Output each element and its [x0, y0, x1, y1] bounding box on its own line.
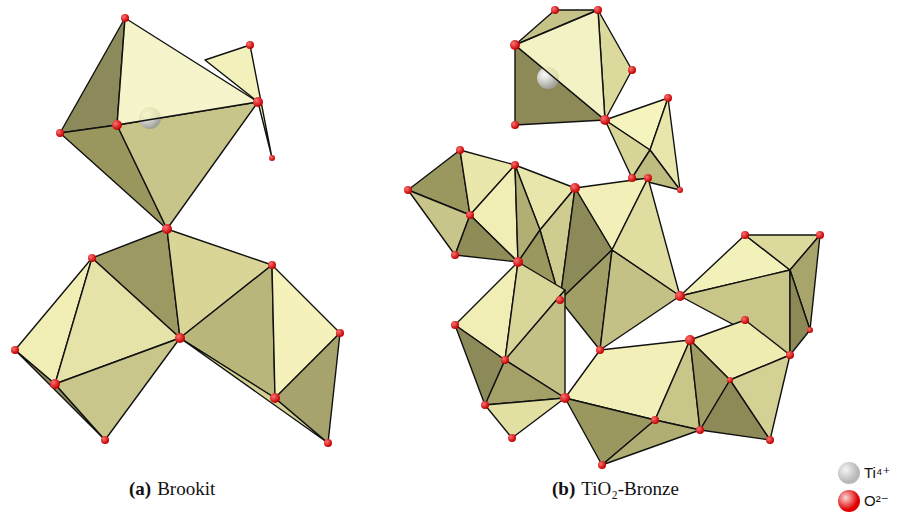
atom: [513, 257, 523, 267]
atom: [451, 321, 459, 329]
atom: [162, 224, 172, 234]
atom: [594, 6, 602, 14]
atom: [807, 327, 813, 333]
atom: [741, 316, 749, 324]
octahedron-face: [485, 398, 565, 438]
atom: [741, 231, 749, 239]
octahedron-face: [600, 250, 680, 350]
atom: [696, 426, 704, 434]
atom: [651, 416, 659, 424]
atom: [50, 379, 60, 389]
atom: [551, 6, 559, 14]
octahedron-face: [180, 265, 275, 398]
octahedron-face: [117, 18, 258, 125]
octahedron-face: [55, 338, 180, 440]
atom: [644, 174, 652, 182]
atom: [336, 329, 344, 337]
octahedron-face: [602, 420, 700, 465]
atom: [677, 187, 683, 193]
atom: [510, 40, 520, 50]
atom: [451, 251, 459, 259]
legend-entry: O²⁻: [838, 490, 889, 512]
atom: [786, 351, 794, 359]
atom: [600, 115, 610, 125]
atom: [685, 335, 695, 345]
atom: [269, 155, 275, 161]
atom: [664, 94, 672, 102]
atom: [253, 97, 263, 107]
atom: [766, 436, 774, 444]
brookite-octahedra: [15, 18, 340, 443]
atom: [508, 434, 516, 442]
atom: [101, 436, 109, 444]
legend-text: Ti⁴⁺: [864, 464, 890, 482]
atom: [404, 186, 412, 194]
atom: [675, 291, 685, 301]
atom: [112, 120, 122, 130]
atom: [511, 121, 519, 129]
atom: [598, 461, 606, 469]
atom: [466, 211, 474, 219]
atom: [596, 346, 604, 354]
atom: [246, 41, 254, 49]
caption-text: TiO₂-Bronze: [581, 478, 679, 500]
atom: [628, 66, 636, 74]
caption-letter: (a): [129, 478, 151, 500]
atom: [56, 129, 64, 137]
atom: [175, 333, 185, 343]
bronze-octahedra: [408, 10, 820, 465]
atom: [88, 254, 96, 262]
atom: [121, 14, 129, 22]
octahedron-face: [275, 333, 340, 443]
caption-text: Brookit: [157, 478, 215, 500]
subfigure-caption: (b) TiO₂-Bronze: [552, 478, 679, 500]
octahedron-face: [515, 10, 605, 120]
atom: [556, 296, 564, 304]
atom: [11, 346, 19, 354]
subfigure-caption: (a) Brookit: [129, 478, 215, 500]
atom: [481, 401, 489, 409]
atom: [560, 393, 570, 403]
octahedron-face: [485, 360, 565, 405]
octahedron-face: [790, 270, 810, 355]
oxygen-atoms: [11, 6, 824, 469]
legend-swatch: [838, 462, 860, 484]
caption-letter: (b): [552, 478, 575, 500]
atom: [727, 377, 733, 383]
atom: [570, 183, 580, 193]
legend-text: O²⁻: [864, 492, 889, 510]
atom: [324, 439, 332, 447]
atom: [628, 174, 636, 182]
octahedron-face: [700, 380, 770, 440]
octahedron-face: [455, 215, 518, 262]
legend-entry: Ti⁴⁺: [838, 462, 890, 484]
atom: [270, 393, 280, 403]
legend-swatch: [838, 490, 860, 512]
atom: [816, 231, 824, 239]
atom: [456, 146, 464, 154]
atom: [501, 356, 509, 364]
atom: [511, 161, 519, 169]
octahedron-face: [60, 18, 125, 133]
atom: [268, 261, 276, 269]
